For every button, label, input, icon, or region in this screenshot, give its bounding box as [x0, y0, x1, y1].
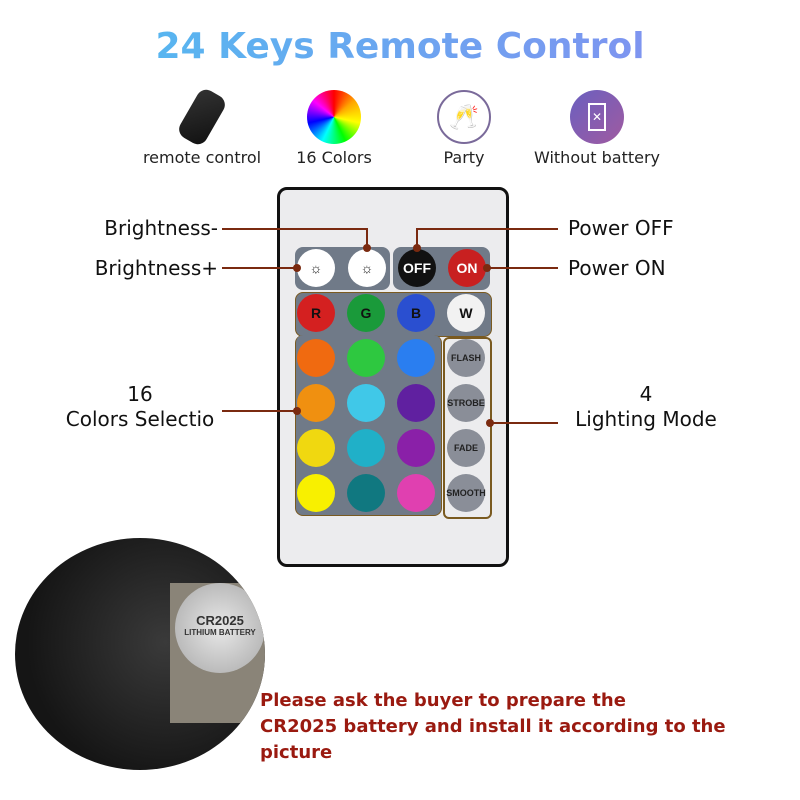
colors-label: Colors Selectio: [65, 407, 215, 431]
page-title: 24 Keys Remote Control: [0, 26, 800, 67]
on-button[interactable]: ON: [448, 249, 486, 287]
color-button[interactable]: [297, 339, 335, 377]
modes-count: 4: [639, 382, 653, 406]
feature-label: 16 Colors: [296, 148, 372, 167]
no-battery-icon: ✕: [570, 90, 624, 144]
mode-button-flash[interactable]: FLASH: [447, 339, 485, 377]
color-button[interactable]: G: [347, 294, 385, 332]
party-glasses-icon: 🥂: [437, 90, 491, 144]
color-button[interactable]: [347, 339, 385, 377]
color-button[interactable]: [297, 474, 335, 512]
feature-remote: remote control: [132, 86, 272, 167]
feature-colors: 16 Colors: [264, 90, 404, 167]
modes-label: Lighting Mode: [575, 407, 717, 431]
brightness-plus-button[interactable]: ☼: [297, 249, 335, 287]
color-button[interactable]: [297, 384, 335, 422]
colors-count: 16: [127, 382, 153, 406]
mode-button-strobe[interactable]: STROBE: [447, 384, 485, 422]
feature-party: 🥂 Party: [394, 90, 534, 167]
color-button[interactable]: W: [447, 294, 485, 332]
feature-label: Party: [443, 148, 485, 167]
mode-button-smooth[interactable]: SMOOTH: [446, 474, 486, 512]
brightness-minus-button[interactable]: ☼: [348, 249, 386, 287]
color-button[interactable]: [347, 429, 385, 467]
color-button[interactable]: [397, 474, 435, 512]
color-button[interactable]: [297, 429, 335, 467]
color-button[interactable]: R: [297, 294, 335, 332]
off-button[interactable]: OFF: [398, 249, 436, 287]
color-wheel-icon: [307, 90, 361, 144]
remote-icon: [175, 86, 229, 148]
feature-label: remote control: [142, 148, 262, 167]
feature-battery: ✕ Without battery: [527, 90, 667, 167]
color-button[interactable]: [397, 429, 435, 467]
color-button[interactable]: [347, 474, 385, 512]
brightness-plus-label: Brightness+: [94, 256, 218, 280]
feature-label: Without battery: [533, 148, 660, 167]
power-off-label: Power OFF: [568, 216, 674, 240]
mode-button-fade[interactable]: FADE: [447, 429, 485, 467]
power-on-label: Power ON: [568, 256, 666, 280]
color-button[interactable]: [397, 384, 435, 422]
color-button[interactable]: [347, 384, 385, 422]
brightness-minus-label: Brightness-: [104, 216, 218, 240]
color-button[interactable]: [397, 339, 435, 377]
color-button[interactable]: B: [397, 294, 435, 332]
